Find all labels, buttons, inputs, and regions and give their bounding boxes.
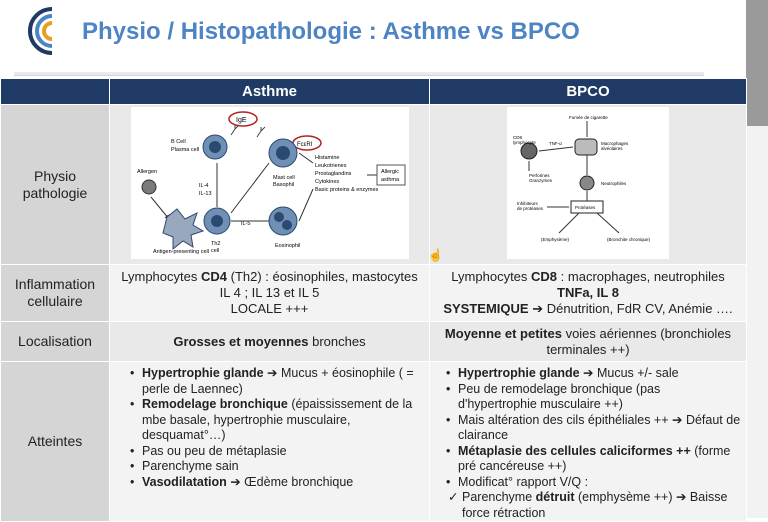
asthme-item: Vasodilatation ➔ Œdème bronchique [130,475,425,491]
svg-text:Plasma cell: Plasma cell [171,147,199,153]
svg-text:Basic proteins & enzymes: Basic proteins & enzymes [315,187,379,193]
svg-text:IL-4: IL-4 [199,183,208,189]
svg-text:Mast cell: Mast cell [273,175,295,181]
logo-icon [28,7,53,55]
svg-text:Neutrophiles: Neutrophiles [601,181,627,186]
svg-text:Fumée de cigarette: Fumée de cigarette [569,115,608,120]
svg-text:cell: cell [211,248,219,254]
inflammation-asthme-line3: LOCALE +++ [230,301,309,316]
svg-text:Basophil: Basophil [273,182,294,188]
localisation-asthme-cell: Grosses et moyennes bronches [109,321,430,362]
column-header-asthme: Asthme [109,78,430,105]
inflammation-asthme-line2: IL 4 ; IL 13 et IL 5 [219,285,320,300]
svg-text:IL-5: IL-5 [241,221,250,227]
hand-cursor-icon: ☝ [428,248,443,262]
inflammation-bpco-line3: SYSTEMIQUE ➔ Dénutrition, FdR CV, Anémie… [443,301,733,316]
atteintes-bpco-subitem: Parenchyme détruit (emphysème ++) ➔ Bais… [440,490,742,521]
title-rule [14,72,704,76]
inflammation-bpco-line2: TNFa, IL 8 [557,285,619,300]
column-header-bpco: BPCO [429,78,747,105]
svg-text:Th2: Th2 [211,241,220,247]
row-label-atteintes: Atteintes [0,361,110,522]
atteintes-bpco-list: Hypertrophie glande ➔ Mucus +/- salePeu … [440,366,742,490]
atteintes-asthme-cell: Hypertrophie glande ➔ Mucus + éosinophil… [109,361,430,522]
asthma-mechanism-figure: IgE FcεRI B Cell Plasma cell Mast cell B… [130,106,409,259]
bpco-item: Hypertrophie glande ➔ Mucus +/- sale [446,366,742,382]
svg-text:Leukotrienes: Leukotrienes [315,163,347,169]
svg-text:Histamine: Histamine [315,155,339,161]
svg-text:Protéases: Protéases [575,205,596,210]
svg-text:B Cell: B Cell [171,139,186,145]
asthme-item: Hypertrophie glande ➔ Mucus + éosinophil… [130,366,425,397]
asthme-item: Remodelage bronchique (épaississement de… [130,397,425,444]
atteintes-asthme-list: Hypertrophie glande ➔ Mucus + éosinophil… [124,366,425,490]
svg-text:Inhibiteurs: Inhibiteurs [517,201,539,206]
svg-text:Eosinophil: Eosinophil [275,243,300,249]
row-label-inflammation: Inflammation cellulaire [0,264,110,322]
svg-text:Prostaglandins: Prostaglandins [315,171,352,177]
inflammation-asthme-cell: Lymphocytes CD4 (Th2) : éosinophiles, ma… [109,264,430,322]
table-corner [0,78,110,105]
svg-text:lymphocyte: lymphocyte [513,140,536,145]
svg-text:Allergen: Allergen [137,169,157,175]
bpco-item: Peu de remodelage bronchique (pas d'hype… [446,382,742,413]
svg-text:Granzymes: Granzymes [529,178,553,183]
localisation-bpco-cell: Moyenne et petites voies aériennes (bron… [429,321,747,362]
svg-text:de protéases: de protéases [517,206,544,211]
inflammation-bpco-cell: Lymphocytes CD8 : macrophages, neutrophi… [429,264,747,322]
svg-text:TNF-α: TNF-α [549,141,562,146]
atteintes-bpco-cell: Hypertrophie glande ➔ Mucus +/- salePeu … [429,361,747,522]
svg-text:(Bronchite chronique): (Bronchite chronique) [607,237,651,242]
physio-asthme-cell: IgE FcεRI B Cell Plasma cell Mast cell B… [109,104,430,265]
inflammation-asthme-line1: Lymphocytes CD4 (Th2) : éosinophiles, ma… [121,269,418,284]
side-scroll-strip[interactable] [746,0,768,126]
svg-text:Perforines: Perforines [529,173,550,178]
row-label-physio: Physio pathologie [0,104,110,265]
svg-text:CD8: CD8 [513,135,522,140]
svg-text:Macrophages: Macrophages [601,141,629,146]
svg-text:Antigen-presenting cell: Antigen-presenting cell [153,249,209,255]
slide-title: Physio / Histopathologie : Asthme vs BPC… [82,18,580,45]
asthme-item: Pas ou peu de métaplasie [130,444,425,460]
bpco-item: Mais altération des cils épithéliales ++… [446,413,742,444]
svg-text:Cytokines: Cytokines [315,179,339,185]
svg-text:Allergic: Allergic [381,169,399,175]
svg-text:IgE: IgE [236,117,247,124]
inflammation-bpco-line1: Lymphocytes CD8 : macrophages, neutrophi… [451,269,725,284]
bpco-mechanism-figure: Fumée de cigarette CD8 lymphocyte Macrop… [507,106,669,259]
svg-text:alvéolaires: alvéolaires [601,146,623,151]
svg-text:FcεRI: FcεRI [297,142,313,148]
asthme-item: Parenchyme sain [130,459,425,475]
physio-bpco-cell: Fumée de cigarette CD8 lymphocyte Macrop… [429,104,747,265]
bpco-item: Modificat° rapport V/Q : [446,475,742,491]
side-panel [746,126,768,518]
svg-text:IL-13: IL-13 [199,191,212,197]
svg-text:asthma: asthma [381,177,400,183]
comparison-table: Asthme BPCO Physio pathologie IgE FcεRI … [0,78,768,522]
row-label-localisation: Localisation [0,321,110,362]
svg-text:(Emphysème): (Emphysème) [541,237,570,242]
bpco-item: Métaplasie des cellules caliciformes ++ … [446,444,742,475]
